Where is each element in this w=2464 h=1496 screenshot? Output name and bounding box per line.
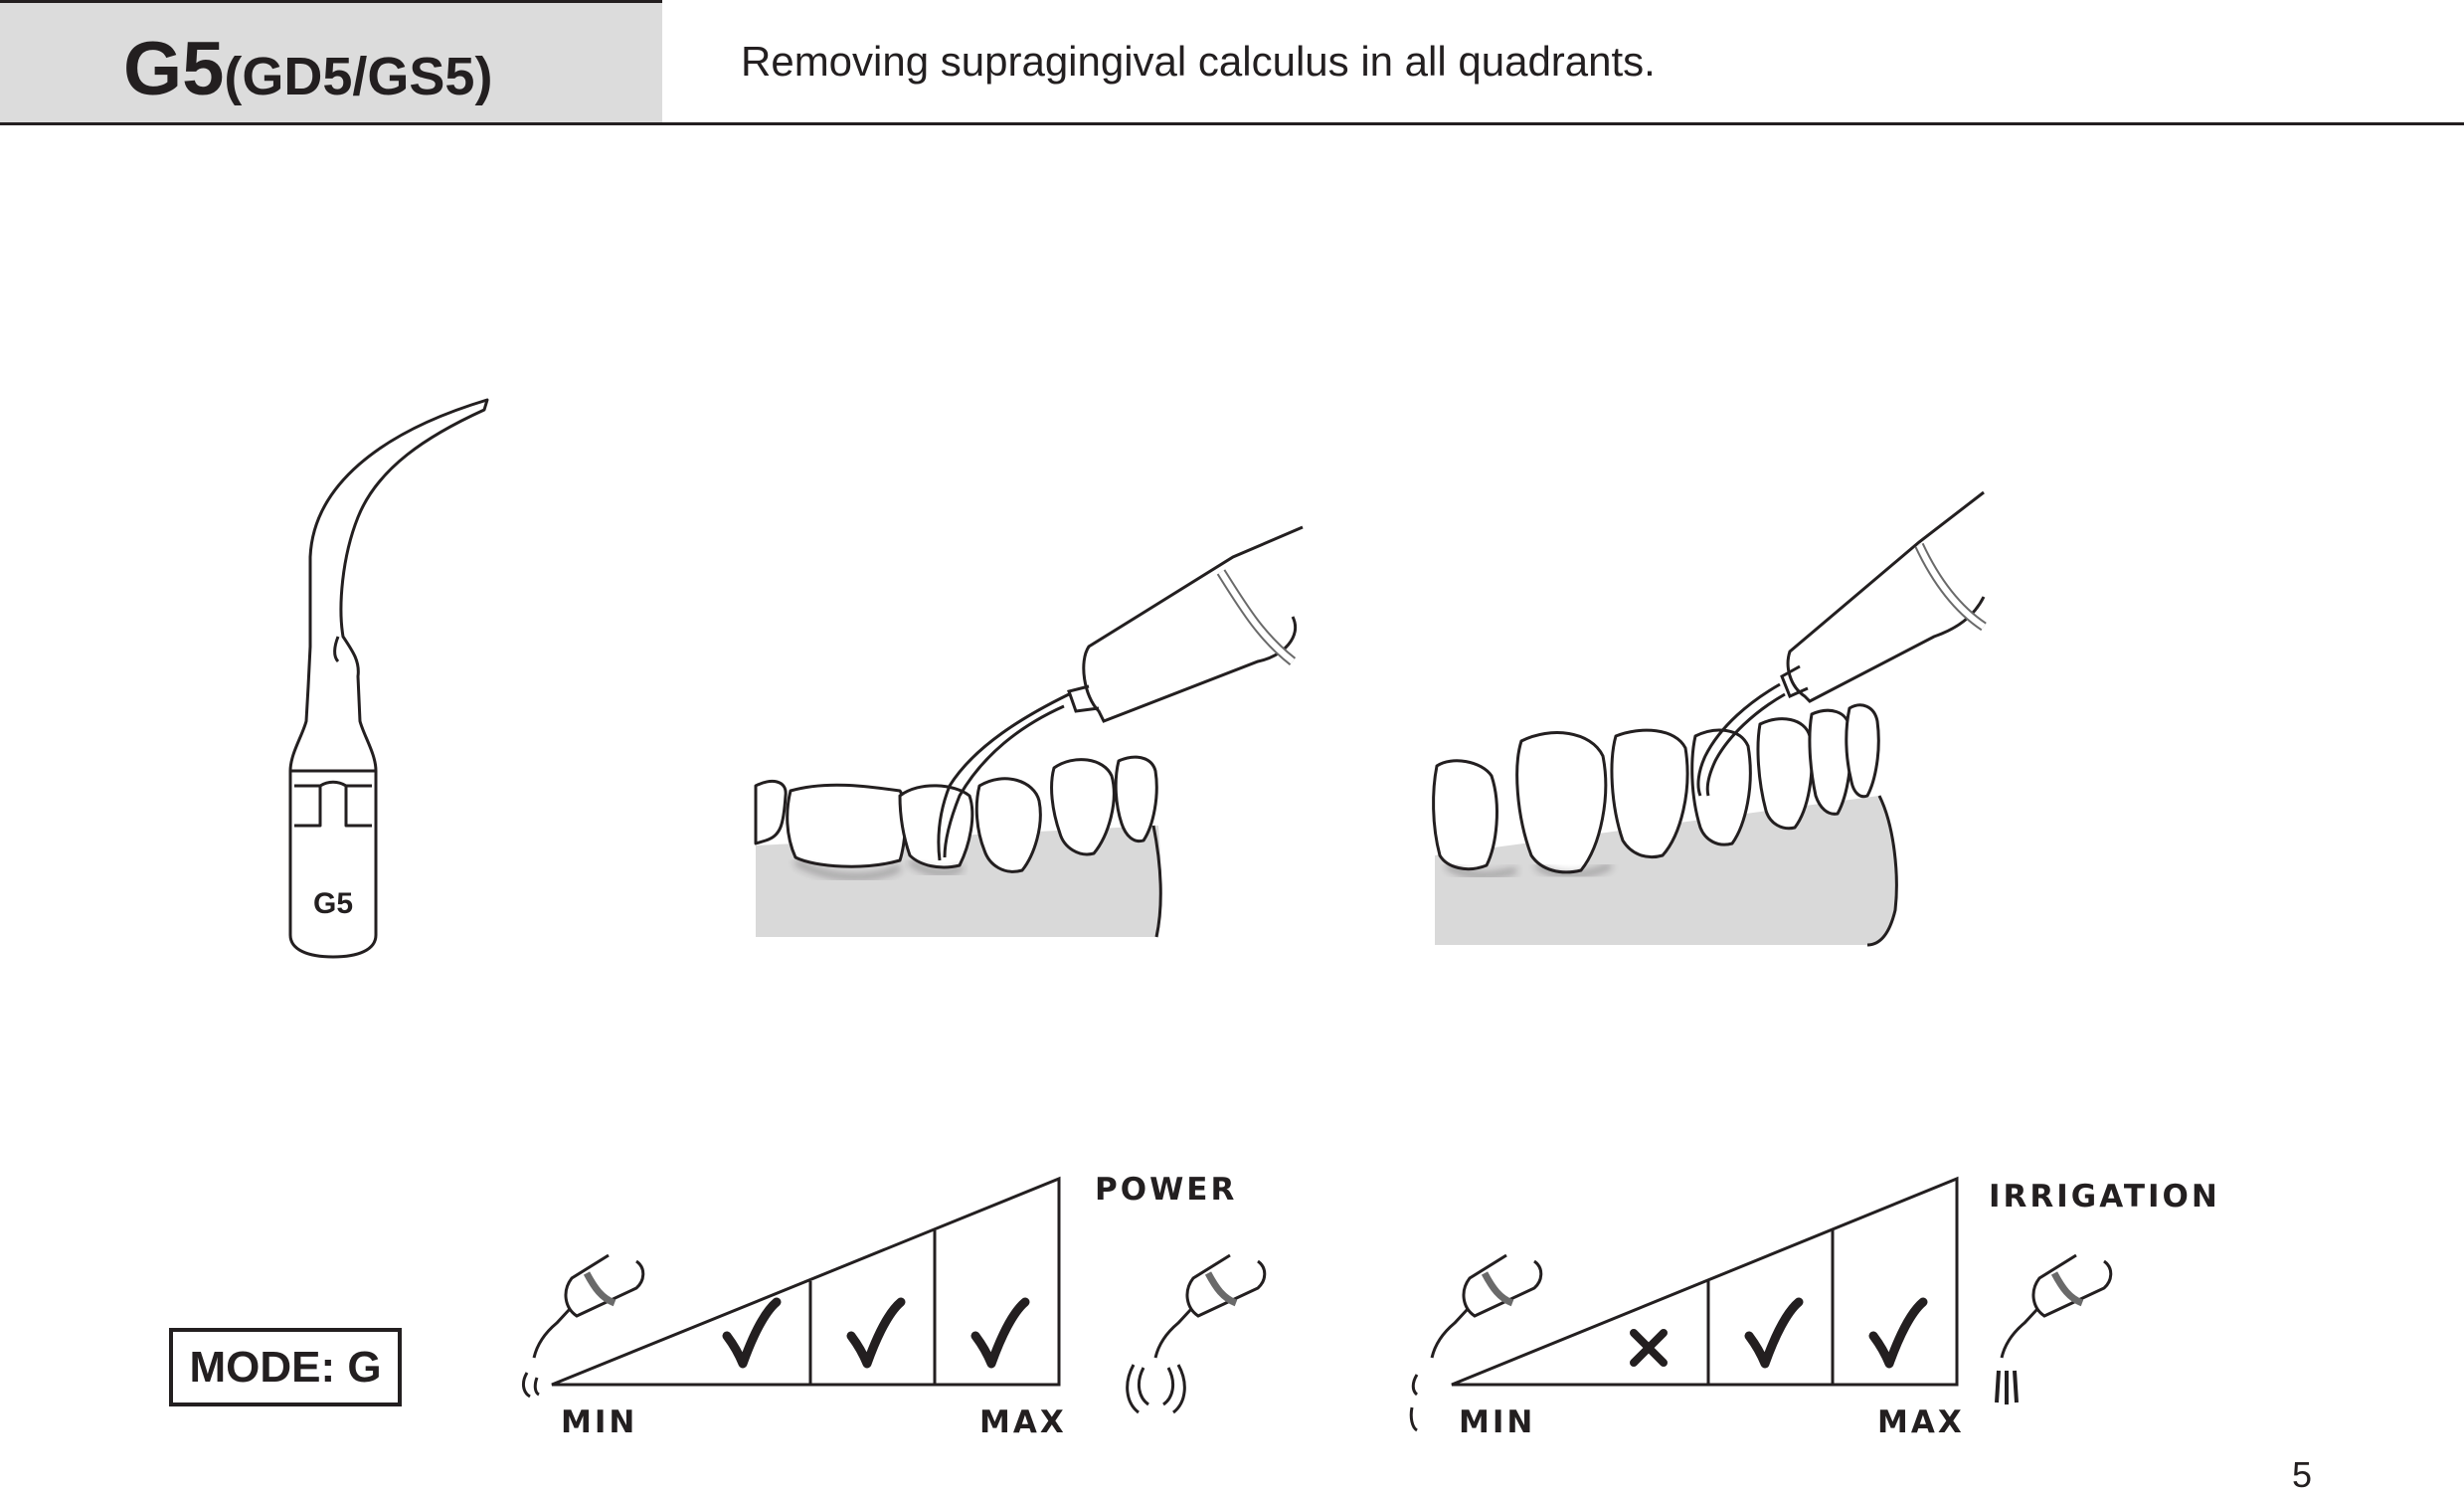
header-title-box	[0, 0, 662, 122]
jaw-illustration-2	[1432, 490, 1987, 947]
irrigation-cell-2-check-mark	[1744, 1297, 1804, 1369]
title-main: G5	[123, 27, 225, 111]
irrigation-cell-3-check-mark	[1868, 1297, 1928, 1369]
power-cell-2-check-mark	[846, 1297, 906, 1369]
irrigation-max-label: MAX	[1877, 1404, 1965, 1440]
page-title: G5(GD5/GS5)	[123, 26, 492, 112]
irrigation-max-instrument-icon	[1995, 1253, 2113, 1404]
jaw-illustration-1	[754, 525, 1304, 938]
irrigation-min-instrument-icon	[1409, 1253, 1543, 1432]
power-cell-3-check-mark	[970, 1297, 1030, 1369]
power-min-label: MIN	[561, 1404, 638, 1440]
irrigation-scale	[1451, 1176, 1959, 1387]
power-max-label: MAX	[979, 1404, 1067, 1440]
page-number: 5	[2292, 1454, 2313, 1495]
power-max-instrument-icon	[1126, 1253, 1267, 1414]
tip-engraving: G5	[313, 887, 353, 920]
power-min-instrument-icon	[521, 1253, 645, 1399]
power-scale-title: POWER	[1095, 1172, 1238, 1208]
irrigation-scale-title: IRRIGATION	[1989, 1179, 2220, 1215]
power-scale	[551, 1176, 1061, 1387]
irrigation-min-label: MIN	[1459, 1404, 1536, 1440]
scaler-tip-illustration	[288, 398, 489, 959]
mode-badge: MODE: G	[169, 1328, 402, 1406]
irrigation-cell-1-cross-mark	[1630, 1329, 1668, 1367]
power-cell-1-check-mark	[722, 1297, 782, 1369]
scale-marks	[722, 1297, 1928, 1369]
title-sub: (GD5/GS5)	[224, 47, 493, 106]
header-rule	[0, 122, 2464, 125]
tip-description: Removing supragingival calculus in all q…	[741, 38, 1656, 85]
